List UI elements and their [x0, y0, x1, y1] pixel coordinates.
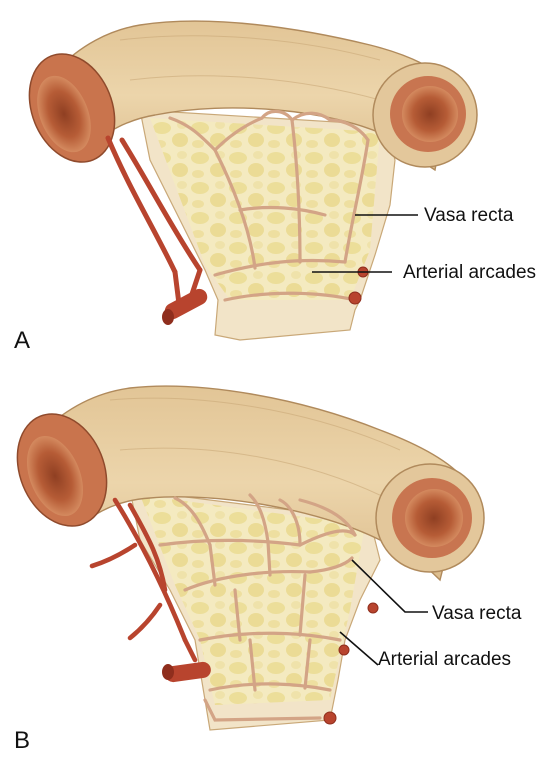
- label-text-vasa-recta-b: Vasa recta: [432, 603, 522, 624]
- label-arterial-arcades-a: Arterial arcades: [312, 262, 536, 283]
- panel-letter-a: A: [14, 327, 30, 354]
- arcade-vessels-a: [168, 109, 370, 302]
- arcade-vessels-b: [158, 493, 357, 722]
- label-text-vasa-recta-a: Vasa recta: [424, 205, 514, 226]
- panel-a: Vasa recta Arterial arcades A: [14, 20, 536, 354]
- label-arterial-arcades-b: Arterial arcades: [339, 631, 511, 670]
- vessel-cross-sections-b: [323, 602, 379, 725]
- label-text-arterial-arcades-b: Arterial arcades: [378, 649, 511, 670]
- panel-b: Vasa recta Arterial arcades B: [14, 385, 522, 754]
- bowel-lumen-left-a: [28, 53, 116, 163]
- panel-letter-b: B: [14, 727, 30, 754]
- label-vasa-recta-a: Vasa recta: [355, 205, 514, 226]
- label-vasa-recta-b: Vasa recta: [351, 559, 522, 624]
- artery-stump-a: [162, 288, 208, 325]
- bowel-lumen-right-b: [375, 463, 485, 573]
- bowel-lumen-left-b: [16, 413, 108, 527]
- label-text-arterial-arcades-a: Arterial arcades: [403, 262, 536, 283]
- mesenteric-artery-b: [89, 497, 198, 663]
- bowel-lumen-right-a: [372, 62, 478, 168]
- artery-stump-b: [162, 661, 211, 683]
